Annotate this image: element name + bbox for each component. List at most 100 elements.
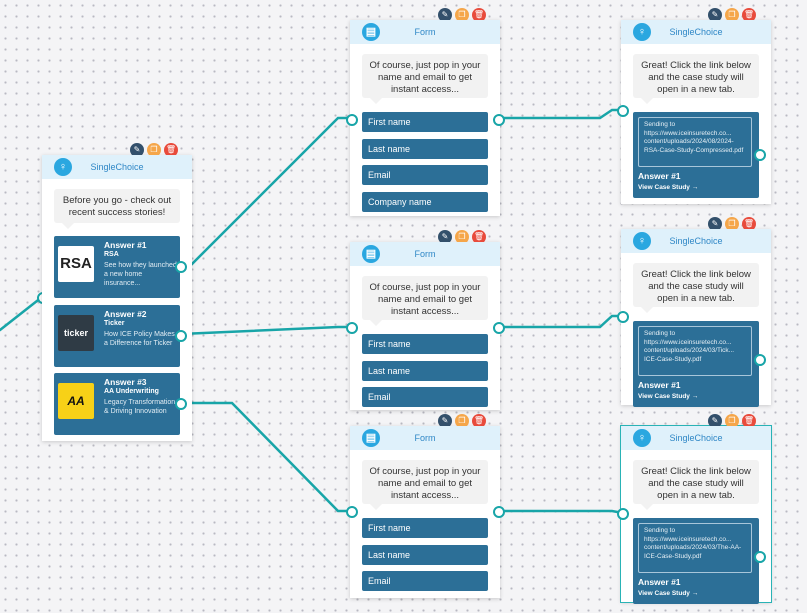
node-header: ▤ Form (350, 242, 500, 266)
result-input-port[interactable] (617, 311, 629, 323)
result-output-port[interactable] (754, 354, 766, 366)
field-last-name[interactable]: Last name (362, 545, 488, 565)
delete-icon[interactable]: 🗑 (164, 143, 178, 157)
edit-icon[interactable]: ✎ (130, 143, 144, 157)
edit-icon[interactable]: ✎ (438, 8, 452, 22)
case-study-link-card[interactable]: Sending to https://www.iceinsuretech.co.… (633, 112, 759, 198)
field-email[interactable]: Email (362, 387, 488, 407)
duplicate-icon[interactable]: ❐ (455, 230, 469, 244)
aa-logo: AA (58, 383, 94, 419)
edit-icon[interactable]: ✎ (438, 230, 452, 244)
view-case-study-link[interactable]: View Case Study → (638, 393, 699, 400)
delete-icon[interactable]: 🗑 (742, 414, 756, 428)
result-input-port[interactable] (617, 508, 629, 520)
form-output-port[interactable] (493, 114, 505, 126)
form-node[interactable]: ✎ ❐ 🗑 ▤ Form Of course, just pop in your… (346, 230, 505, 410)
delete-icon[interactable]: 🗑 (472, 230, 486, 244)
field-last-name[interactable]: Last name (362, 139, 488, 159)
answer-label: Answer #1 (638, 577, 681, 587)
answer-label: Answer #3 (104, 377, 147, 387)
clipboard-icon: ▤ (362, 23, 380, 41)
message-bubble: Great! Click the link below and the case… (633, 460, 759, 510)
answer-2-port[interactable] (175, 330, 187, 342)
message-bubble: Of course, just pop in your name and ema… (362, 54, 488, 104)
field-company-name[interactable]: Company name (362, 192, 488, 212)
answer-label: Answer #2 (104, 309, 147, 319)
edit-icon[interactable]: ✎ (708, 217, 722, 231)
node-title: Form (414, 249, 436, 259)
message-bubble: Great! Click the link below and the case… (633, 263, 759, 313)
answer-3-port[interactable] (175, 398, 187, 410)
result-output-port[interactable] (754, 149, 766, 161)
bulb-icon: ♀ (54, 158, 72, 176)
result-output-port[interactable] (754, 551, 766, 563)
duplicate-icon[interactable]: ❐ (147, 143, 161, 157)
result-singlechoice-node[interactable]: ✎ ❐ 🗑 ♀ SingleChoice Great! Click the li… (617, 414, 772, 604)
delete-icon[interactable]: 🗑 (472, 8, 486, 22)
message-bubble: Great! Click the link below and the case… (633, 54, 759, 104)
view-case-study-link[interactable]: View Case Study → (638, 590, 699, 597)
message-bubble: Of course, just pop in your name and ema… (362, 460, 488, 510)
case-study-link-card[interactable]: Sending to https://www.iceinsuretech.co.… (633, 518, 759, 604)
field-first-name[interactable]: First name (362, 112, 488, 132)
form-output-port[interactable] (493, 506, 505, 518)
node-controls: ✎ ❐ 🗑 (708, 8, 756, 22)
node-header: ▤ Form (350, 20, 500, 44)
form-input-port[interactable] (346, 114, 358, 126)
answer-label: Answer #1 (638, 380, 681, 390)
node-controls: ✎ ❐ 🗑 (438, 414, 486, 428)
result-singlechoice-node[interactable]: ✎ ❐ 🗑 ♀ SingleChoice Great! Click the li… (617, 8, 771, 204)
duplicate-icon[interactable]: ❐ (725, 414, 739, 428)
answer-card-rsa[interactable]: RSA Answer #1 RSA See how they launched … (54, 236, 180, 298)
form-output-port[interactable] (493, 322, 505, 334)
edit-icon[interactable]: ✎ (708, 414, 722, 428)
bulb-icon: ♀ (633, 23, 651, 41)
singlechoice-node[interactable]: ✎ ❐ 🗑 ♀ SingleChoice Before you go - che… (42, 143, 192, 441)
field-first-name[interactable]: First name (362, 518, 488, 538)
answer-card-ticker[interactable]: ticker Answer #2 Ticker How ICE Policy M… (54, 305, 180, 367)
clipboard-icon: ▤ (362, 429, 380, 447)
form-input-port[interactable] (346, 322, 358, 334)
duplicate-icon[interactable]: ❐ (725, 8, 739, 22)
message-bubble: Of course, just pop in your name and ema… (362, 276, 488, 326)
result-singlechoice-node[interactable]: ✎ ❐ 🗑 ♀ SingleChoice Great! Click the li… (617, 217, 771, 407)
field-last-name[interactable]: Last name (362, 361, 488, 381)
bulb-icon: ♀ (633, 429, 651, 447)
answer-label: Answer #1 (638, 171, 681, 181)
node-header: ♀ SingleChoice (621, 426, 771, 450)
bulb-icon: ♀ (633, 232, 651, 250)
duplicate-icon[interactable]: ❐ (455, 414, 469, 428)
answer-name: Ticker (104, 320, 125, 327)
duplicate-icon[interactable]: ❐ (725, 217, 739, 231)
field-email[interactable]: Email (362, 165, 488, 185)
form-input-port[interactable] (346, 506, 358, 518)
edit-icon[interactable]: ✎ (438, 414, 452, 428)
result-input-port[interactable] (617, 105, 629, 117)
node-controls: ✎ ❐ 🗑 (130, 143, 178, 157)
case-study-link-card[interactable]: Sending to https://www.iceinsuretech.co.… (633, 321, 759, 407)
node-title: SingleChoice (669, 27, 723, 37)
delete-icon[interactable]: 🗑 (742, 217, 756, 231)
edit-icon[interactable]: ✎ (708, 8, 722, 22)
clipboard-icon: ▤ (362, 245, 380, 263)
duplicate-icon[interactable]: ❐ (455, 8, 469, 22)
answer-1-port[interactable] (175, 261, 187, 273)
field-email[interactable]: Email (362, 571, 488, 591)
delete-icon[interactable]: 🗑 (472, 414, 486, 428)
node-title: SingleChoice (669, 236, 723, 246)
answer-description: How ICE Policy Makes a Difference for Ti… (104, 331, 175, 347)
rsa-logo: RSA (58, 246, 94, 282)
field-first-name[interactable]: First name (362, 334, 488, 354)
answer-card-aa[interactable]: AA Answer #3 AA Underwriting Legacy Tran… (54, 373, 180, 435)
answer-name: RSA (104, 251, 119, 258)
delete-icon[interactable]: 🗑 (742, 8, 756, 22)
answer-description: Legacy Transformation & Driving Innovati… (104, 399, 176, 415)
node-controls: ✎ ❐ 🗑 (708, 217, 756, 231)
form-node[interactable]: ✎ ❐ 🗑 ▤ Form Of course, just pop in your… (346, 414, 505, 598)
message-bubble: Before you go - check out recent success… (54, 189, 180, 229)
redirect-url: Sending to https://www.iceinsuretech.co.… (638, 523, 752, 573)
form-node[interactable]: ✎ ❐ 🗑 ▤ Form Of course, just pop in your… (346, 8, 505, 216)
answer-name: AA Underwriting (104, 388, 159, 395)
node-title: SingleChoice (90, 162, 144, 172)
view-case-study-link[interactable]: View Case Study → (638, 184, 699, 191)
